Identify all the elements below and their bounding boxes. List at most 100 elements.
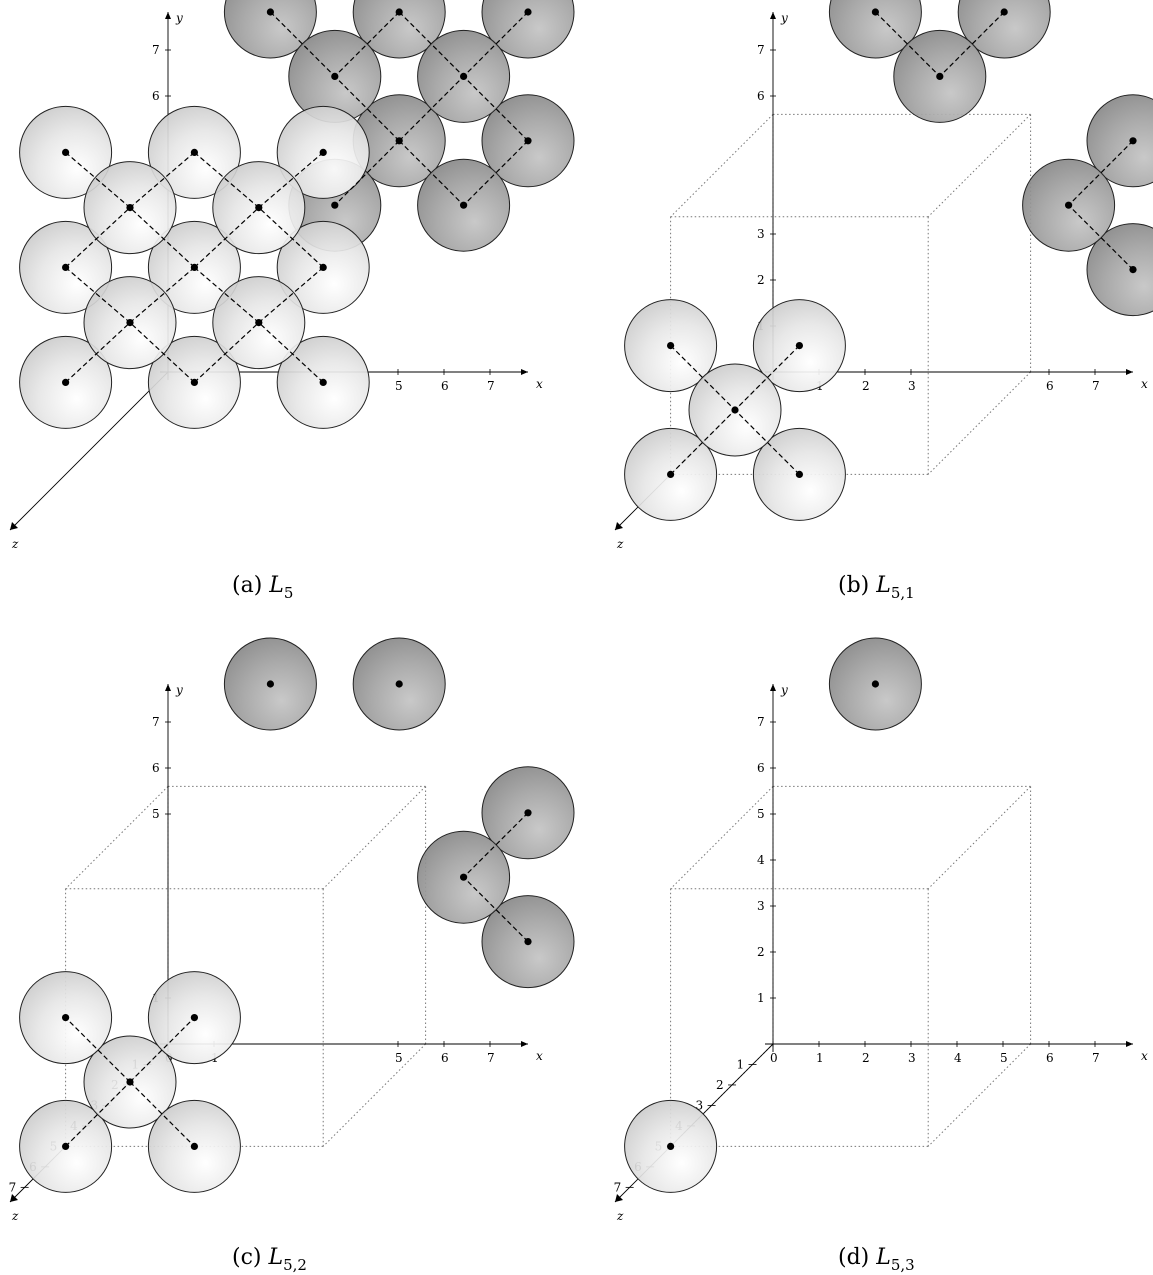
y-tick-label: 5 — [757, 807, 765, 821]
sphere-center-dot — [126, 204, 134, 212]
sphere-center-dot — [871, 680, 879, 688]
front-bond — [193, 207, 260, 268]
centers-group — [62, 8, 532, 386]
front-bond — [129, 1017, 195, 1083]
x-tick-label: 4 — [954, 1051, 962, 1065]
back-bond — [1068, 140, 1134, 206]
y-axis-label: y — [175, 683, 183, 697]
sphere-center-dot — [62, 148, 70, 156]
sphere-center-dot — [871, 8, 879, 16]
y-axis-label: y — [175, 11, 183, 25]
z-axis-label: z — [11, 537, 19, 551]
z-axis-line — [9, 371, 169, 531]
sphere-center-dot — [1000, 8, 1008, 16]
front-bond-group — [670, 345, 800, 475]
sphere-center-dot — [190, 148, 198, 156]
box-edge — [670, 114, 774, 218]
front-bond — [65, 1081, 131, 1147]
z-axis-arrow — [10, 522, 18, 530]
x-axis-arrow — [521, 369, 528, 375]
sphere-center-dot — [190, 1142, 198, 1150]
y-tick-label: 7 — [757, 715, 765, 729]
sphere-center-dot — [62, 1142, 70, 1150]
back-sphere — [1086, 94, 1153, 188]
front-bond — [129, 322, 195, 383]
sphere-center-dot — [731, 406, 739, 414]
caption-b: (b) L5,1 — [838, 573, 915, 602]
x-tick-label: 7 — [1092, 379, 1100, 393]
y-axis-arrow — [165, 684, 171, 691]
sphere-center-dot — [319, 263, 327, 271]
x-axis-arrow — [1126, 369, 1133, 375]
x-tick-label: 5 — [1000, 1051, 1008, 1065]
z-axis-label: z — [616, 1209, 624, 1223]
sphere-center-dot — [255, 319, 263, 327]
box-edge — [322, 786, 426, 890]
back-bond — [398, 11, 465, 77]
front-bond — [258, 151, 324, 209]
front-bond — [65, 207, 131, 268]
z-axis-label: z — [11, 1209, 19, 1223]
front-bond — [258, 266, 324, 324]
x-tick-label: 3 — [908, 379, 916, 393]
sphere-center-dot — [62, 378, 70, 386]
front-bond — [194, 266, 260, 324]
sphere-center-dot — [319, 148, 327, 156]
x-axis-arrow — [1126, 1041, 1133, 1047]
y-tick-label: 4 — [757, 853, 765, 867]
y-tick-label: 7 — [152, 43, 160, 57]
sphere-center-dot — [460, 72, 468, 80]
box-edge — [322, 1043, 426, 1147]
back-bond — [463, 876, 529, 943]
back-bond — [463, 75, 529, 142]
y-axis-label: y — [780, 11, 788, 25]
back-bond-group — [269, 11, 529, 206]
x-tick-label: 6 — [1046, 1051, 1054, 1065]
x-axis-label: x — [1141, 377, 1148, 391]
front-bond — [258, 322, 324, 383]
back-bond — [398, 140, 465, 206]
front-bond — [129, 1081, 195, 1147]
sphere-center-dot — [190, 1014, 198, 1022]
sphere-center-dot — [795, 342, 803, 350]
sphere-center-dot — [126, 319, 134, 327]
y-axis-arrow — [165, 12, 171, 19]
y-tick-label: 3 — [757, 899, 765, 913]
x-axis-label: x — [1141, 1049, 1148, 1063]
x-axis-label: x — [536, 377, 543, 391]
x-tick-label: 7 — [487, 379, 495, 393]
centers-group — [62, 680, 532, 1150]
y-tick-label: 2 — [757, 273, 765, 287]
sphere-center-dot — [1129, 137, 1137, 145]
sphere-center-dot — [62, 1014, 70, 1022]
back-bond — [463, 812, 529, 878]
y-tick-label: 2 — [757, 945, 765, 959]
centers-group — [667, 8, 1137, 478]
front-bond — [65, 1017, 131, 1083]
front-bond — [194, 151, 260, 209]
front-bond — [65, 266, 131, 324]
y-tick-label: 3 — [757, 227, 765, 241]
x-tick-label: 7 — [487, 1051, 495, 1065]
caption-d: (d) L5,3 — [838, 1245, 915, 1274]
x-axis-arrow — [521, 1041, 528, 1047]
back-bond — [398, 75, 465, 142]
y-tick-label: 7 — [152, 715, 160, 729]
back-bond-group — [874, 11, 1134, 271]
x-tick-label: 7 — [1092, 1051, 1100, 1065]
sphere-center-dot — [524, 137, 532, 145]
box-edge — [65, 786, 169, 890]
sphere-center-dot — [1065, 201, 1073, 209]
x-tick-label: 2 — [862, 379, 870, 393]
back-bond — [939, 11, 1005, 77]
x-tick-label: 0 — [770, 1051, 778, 1065]
y-axis-label: y — [780, 683, 788, 697]
y-tick-label: 6 — [757, 761, 765, 775]
back-bond — [1068, 204, 1134, 271]
sphere-center-dot — [62, 263, 70, 271]
box-edge — [927, 371, 1031, 475]
back-sphere — [352, 0, 446, 59]
sphere-center-dot — [331, 201, 339, 209]
